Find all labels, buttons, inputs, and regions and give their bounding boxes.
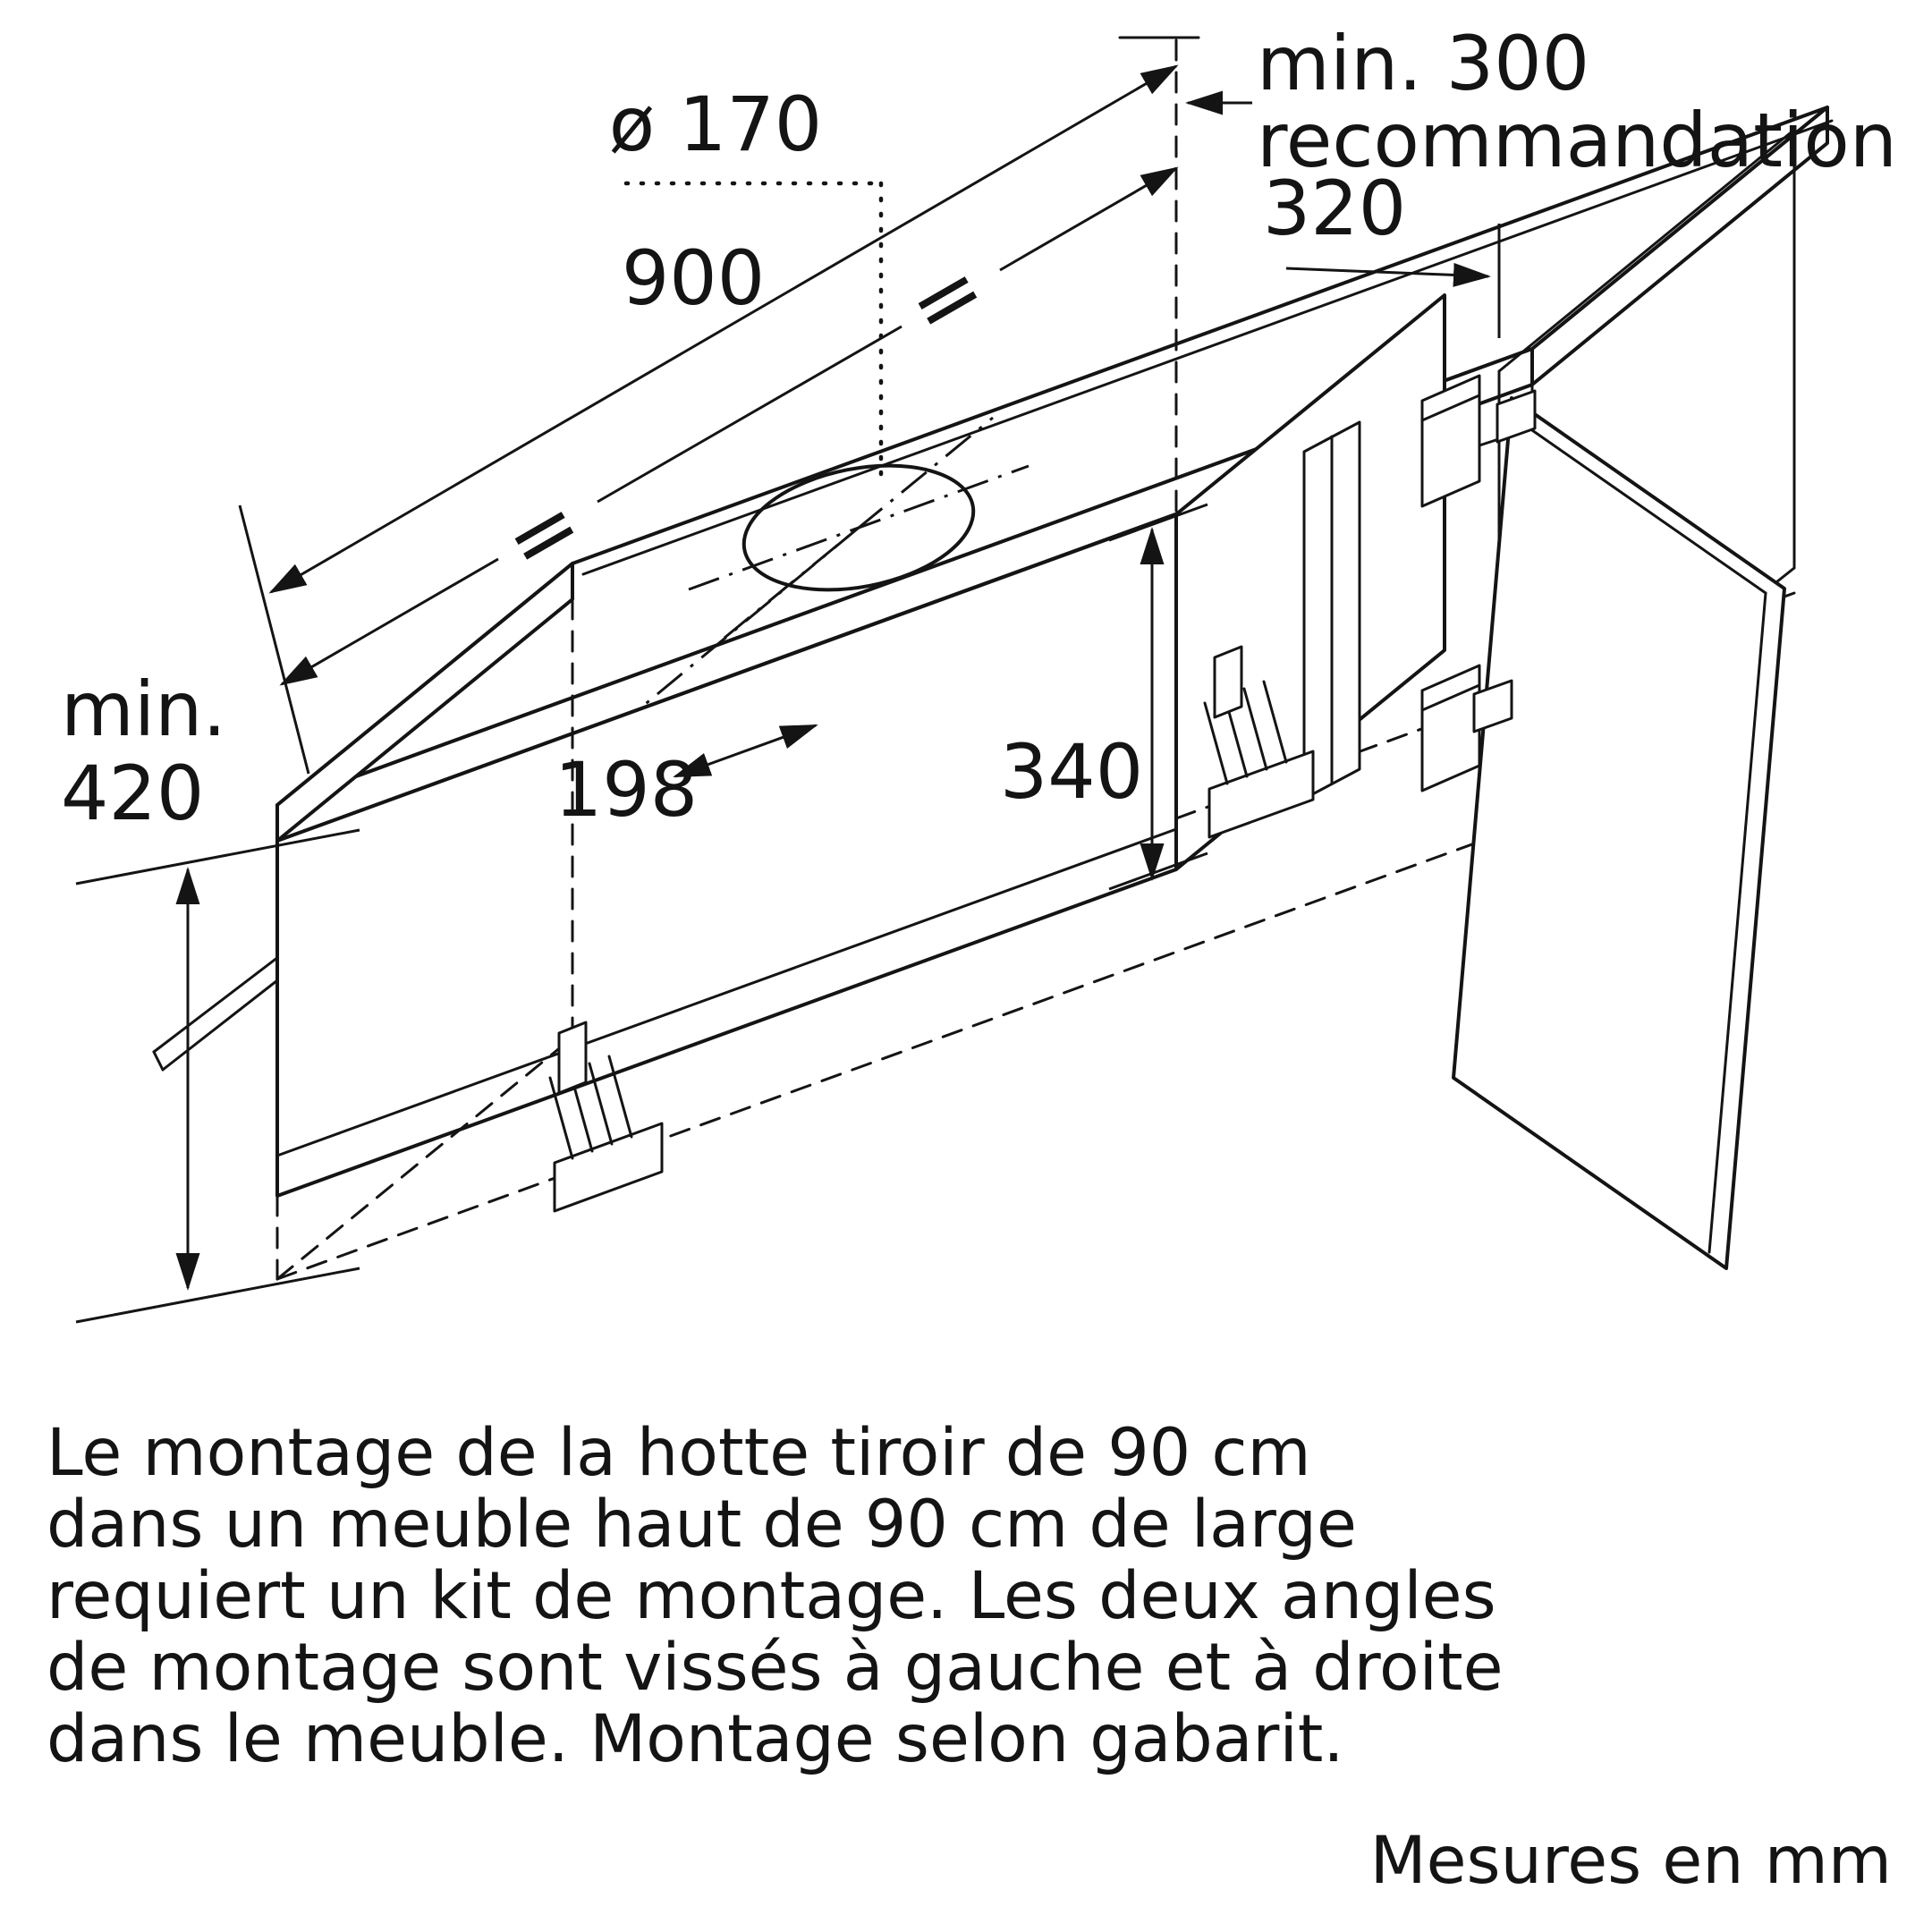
dimension-hood-width: 900 [238,64,1179,775]
dimension-arrow [673,724,818,778]
spring-clip-left [548,1021,664,1213]
dimension-hood-height: 340 [1000,503,1208,891]
units-note: Mesures en mm [1369,1823,1892,1899]
bracket-body [1420,664,1481,792]
hood-visor-line [275,827,1178,1157]
dimension-min-clearance: min. 300 recommandation [1185,20,1897,184]
door-inner-top-edge [1519,420,1767,595]
panel-top-inner-edge [1497,128,1796,373]
installation-diagram: ø 170 900 = = min. 300 recommandation 32… [61,20,1897,1324]
label-min-clearance-note: recommandation [1257,97,1897,184]
clip-tooth [548,1076,574,1160]
dimension-arrow [1285,262,1491,287]
dimension-line [597,325,902,504]
extension-tick [238,504,310,775]
caption-line: Le montage de la hotte tiroir de 90 cm [47,1415,1311,1491]
label-duct-offset: 198 [555,746,698,834]
top-panel-right-edge [1530,106,1829,386]
clip-tooth [1242,687,1268,771]
clip-tooth [588,1062,614,1146]
extension-tick [1108,503,1208,542]
hidden-edge [275,833,1501,1281]
bracket-body [1420,374,1481,508]
mounting-rail [1302,420,1361,801]
label-hole-diameter: ø 170 [609,80,822,168]
extension-tick [75,1267,360,1324]
label-hood-height: 340 [1000,728,1143,816]
dimension-line [268,64,1179,594]
clip-tooth [607,1055,633,1139]
caption-line: requiert un kit de montage. Les deux ang… [47,1558,1496,1634]
duct-offset-leader [641,526,860,708]
dimension-side-offset: 320 [1263,165,1501,338]
caption-line: de montage sont vissés à gauche et à dro… [47,1630,1504,1706]
bracket-fold [1420,394,1481,422]
clip-base [1208,750,1315,839]
dimension-duct-offset: 198 [555,724,818,834]
door-inner-side-edge [1707,591,1767,1254]
caption-line: dans le meuble. Montage selon gabarit. [47,1701,1344,1777]
extension-tick [75,828,360,886]
wall-rail-end [152,1050,165,1072]
caption-line: dans un meuble haut de 90 cm de large [47,1487,1357,1563]
clip-plate [557,1021,588,1095]
clip-base [553,1122,664,1213]
dimension-line [279,557,499,686]
door-hinges [1472,389,1537,733]
label-min-clearance: min. 300 [1257,20,1589,107]
dimension-line [999,166,1179,272]
label-hood-width: 900 [622,234,765,322]
label-min-height-value: 420 [61,750,204,837]
bracket-fold [1420,683,1481,712]
hinge-upper-icon [1496,389,1537,444]
label-side-offset: 320 [1263,165,1406,252]
caption-block: Le montage de la hotte tiroir de 90 cm d… [47,1418,1504,1775]
clip-plate [1213,645,1243,719]
equal-sign-right: = [890,237,1003,360]
clip-tooth [1203,701,1229,785]
door-panel [1452,396,1786,1270]
clip-tooth [1262,680,1288,764]
hinge-lower-icon [1472,679,1513,733]
cabinet-door [1452,396,1786,1270]
extension-tick [1108,852,1208,891]
spring-clip-right [1203,645,1315,839]
label-min-height: min. [61,665,226,753]
dimension-min-height: min. 420 [61,665,360,1324]
hidden-edge [275,1036,574,1281]
